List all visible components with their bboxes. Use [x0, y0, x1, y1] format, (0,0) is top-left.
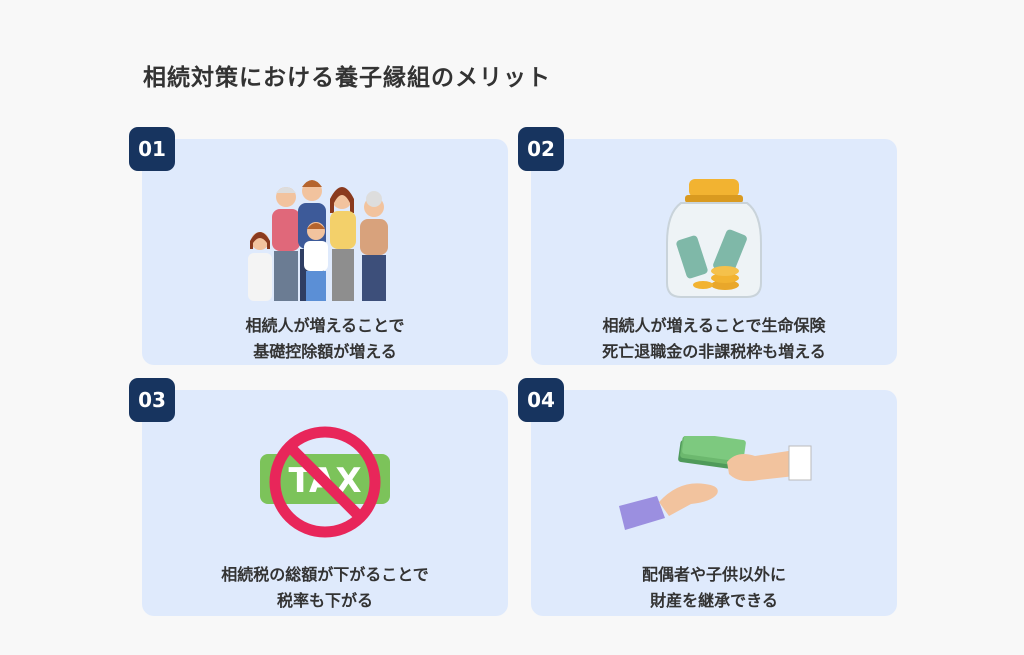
caption-line: 財産を継承できる	[650, 591, 778, 610]
caption-line: 基礎控除額が増える	[253, 342, 397, 361]
number-badge-04: 04	[518, 378, 564, 422]
card-01: 相続人が増えることで 基礎控除額が増える	[142, 139, 508, 365]
card-02: 相続人が増えることで生命保険 死亡退職金の非課税枠も増える	[531, 139, 897, 365]
card-02-caption: 相続人が増えることで生命保険 死亡退職金の非課税枠も増える	[531, 313, 897, 365]
caption-line: 配偶者や子供以外に	[641, 565, 786, 584]
number-badge-02: 02	[518, 127, 564, 171]
family-icon	[248, 180, 388, 301]
card-03: TAX 相続税の総額が下がることで 税率も下がる	[142, 390, 508, 616]
caption-line: 相続人が増えることで生命保険	[602, 316, 826, 335]
caption-line: 相続人が増えることで	[245, 316, 405, 335]
number-badge-03: 03	[129, 378, 175, 422]
card-04: 配偶者や子供以外に 財産を継承できる	[531, 390, 897, 616]
caption-line: 相続税の総額が下がることで	[221, 565, 429, 584]
money-handover-icon	[619, 436, 812, 530]
money-jar-icon	[666, 179, 762, 298]
caption-line: 死亡退職金の非課税枠も増える	[602, 342, 826, 361]
caption-line: 税率も下がる	[276, 591, 373, 610]
card-01-caption: 相続人が増えることで 基礎控除額が増える	[142, 313, 508, 365]
page-title: 相続対策における養子縁組のメリット	[143, 65, 551, 91]
number-badge-01: 01	[129, 127, 175, 171]
card-04-caption: 配偶者や子供以外に 財産を継承できる	[531, 562, 897, 614]
card-03-caption: 相続税の総額が下がることで 税率も下がる	[142, 562, 508, 614]
no-tax-icon: TAX	[260, 426, 390, 538]
